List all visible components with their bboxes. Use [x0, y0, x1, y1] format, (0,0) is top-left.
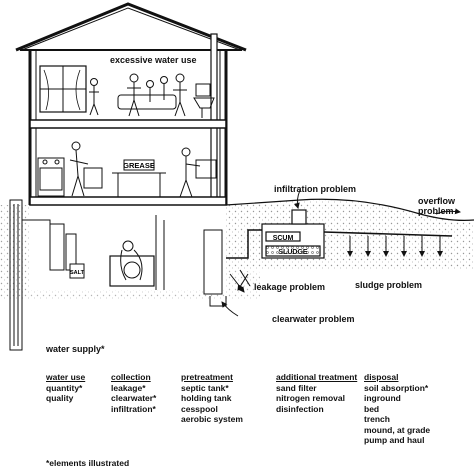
roof [15, 2, 247, 52]
column-item: holding tank [181, 393, 232, 403]
infiltration-problem-label: infiltration problem [274, 184, 356, 194]
column-item: quality [46, 393, 74, 403]
septic-tank [261, 209, 325, 259]
column-disposal: disposal soil absorption* inground bed t… [364, 372, 430, 446]
column-item: pump and haul [364, 435, 425, 445]
column-additional-treatment: additional treatment sand filter nitroge… [276, 372, 357, 414]
column-item: sand filter [276, 382, 317, 393]
salt-label: SALT [70, 270, 85, 276]
sludge-layer [265, 245, 321, 257]
leakage-problem-label: leakage problem [254, 282, 326, 292]
column-item: mound, at grade [364, 424, 431, 435]
kitchen-scene [37, 141, 217, 198]
scum-layer [265, 231, 301, 242]
column-item: inground [364, 393, 401, 403]
column-water-use: water use quantity* quality [46, 372, 85, 404]
water-supply-label: water supply* [46, 344, 105, 354]
column-heading: pretreatment [181, 372, 233, 382]
water-heater [49, 223, 65, 271]
grease-label: GREASE [123, 161, 155, 170]
sink [195, 159, 217, 179]
column-item: cesspool [181, 403, 218, 414]
column-item: soil absorption* [364, 382, 429, 393]
column-item: trench [364, 414, 390, 424]
stove [37, 157, 65, 197]
bathtub [117, 94, 177, 110]
sludge-problem-label: sludge problem [355, 280, 423, 290]
toilet [193, 83, 215, 118]
grease-sign [123, 159, 155, 171]
well [9, 199, 51, 351]
column-heading: disposal [364, 372, 399, 382]
column-heading: collection [111, 372, 151, 382]
column-item: nitrogen removal [276, 393, 345, 403]
column-item: septic tank* [181, 382, 229, 393]
column-item: infiltration* [111, 403, 156, 414]
clearwater-problem-label: clearwater problem [272, 314, 355, 324]
column-collection: collection leakage* clearwater* infiltra… [111, 372, 156, 414]
kitchen-table [112, 172, 166, 197]
upstairs-scene [39, 65, 215, 118]
excessive-water-use-label: excessive water use [110, 55, 197, 65]
drain-system [203, 229, 262, 307]
scum-label: SCUM [273, 235, 294, 242]
column-item: bed [364, 403, 380, 414]
footnote: *elements illustrated [46, 458, 130, 468]
washing-machine [109, 255, 155, 287]
drainfield [323, 208, 461, 257]
column-item: clearwater* [111, 393, 157, 403]
overflow-problem-label: overflow problem [418, 196, 456, 216]
column-item: aerobic system [181, 414, 243, 424]
column-item: disinfection [276, 403, 324, 414]
column-item: leakage* [111, 382, 146, 393]
column-item: quantity* [46, 382, 83, 393]
basement-scene [49, 215, 165, 290]
callout-leaders [221, 189, 301, 317]
house-structure [28, 50, 228, 206]
salt-bag [69, 263, 85, 279]
column-heading: water use [46, 372, 86, 382]
column-heading: additional treatment [276, 372, 358, 382]
column-pretreatment: pretreatment septic tank* holding tank c… [181, 372, 243, 425]
sludge-label: SLUDGE [278, 249, 308, 256]
